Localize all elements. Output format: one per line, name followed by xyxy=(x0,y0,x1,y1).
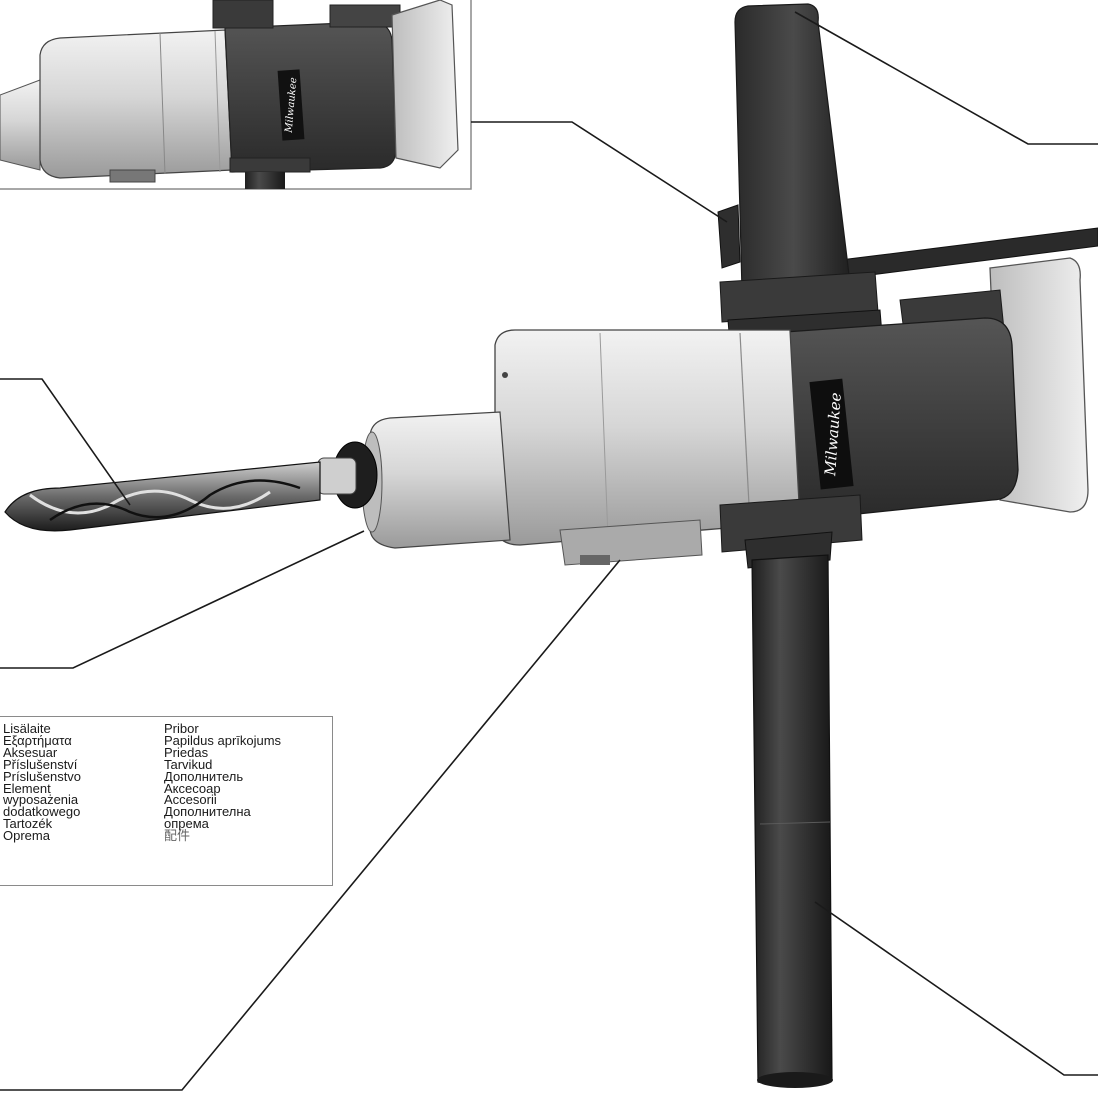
leader-line-inset xyxy=(471,121,728,223)
leader-line-housing xyxy=(0,559,621,1091)
brand-logo-main: Milwaukee xyxy=(809,378,854,490)
support-column xyxy=(751,554,833,1087)
accessory-legend: Lisälaite Εξαρτήματα Aksesuar Příslušens… xyxy=(0,716,333,886)
leader-line-chuck xyxy=(0,530,365,669)
legend-entry: Příslušenství xyxy=(3,756,78,772)
top-handle xyxy=(734,3,853,321)
legend-entry: Aksesuar xyxy=(3,744,58,760)
legend-entry: опрема xyxy=(164,816,209,832)
legend-entry: Oprema xyxy=(3,828,50,844)
leader-line-column xyxy=(814,901,1098,1076)
legend-entry: Príslušenstvo xyxy=(3,768,82,784)
leader-line-handle-top xyxy=(794,11,1098,145)
legend-entry: Tarvikud xyxy=(164,756,213,772)
legend-entry: Priedas xyxy=(164,744,209,760)
drill-bit xyxy=(4,461,321,532)
legend-entry: Pribor xyxy=(164,721,199,736)
legend-entry: wyposażenia xyxy=(3,792,79,808)
legend-entry: Εξαρτήματα xyxy=(3,732,72,748)
svg-text:Milwaukee: Milwaukee xyxy=(821,392,845,477)
brand-logo-inset: Milwaukee xyxy=(277,69,305,141)
leader-lines xyxy=(0,11,1098,1091)
legend-entry: Papildus aprīkojums xyxy=(164,732,282,748)
legend-entry: Дополнителна xyxy=(164,804,251,820)
legend-column-left: Lisälaite Εξαρτήματα Aksesuar Příslušens… xyxy=(3,721,82,844)
legend-entry: Element xyxy=(3,780,51,796)
legend-entry: Tartozék xyxy=(3,816,53,832)
legend-entry: Lisälaite xyxy=(3,721,51,736)
legend-entry: Дополнитель xyxy=(164,768,244,784)
legend-entry: Аксесоар xyxy=(164,780,221,796)
leader-line-bit xyxy=(0,378,131,506)
legend-entry: Accesorii xyxy=(164,792,217,808)
svg-text:Milwaukee: Milwaukee xyxy=(284,77,300,134)
legend-column-right: Pribor Papildus aprīkojums Priedas Tarvi… xyxy=(164,721,282,844)
legend-entry: dodatkowego xyxy=(3,804,81,820)
main-drill: Milwaukee xyxy=(4,3,1098,1088)
legend-entry: 配件 xyxy=(164,828,191,844)
inset-detail: Milwaukee xyxy=(0,0,472,190)
